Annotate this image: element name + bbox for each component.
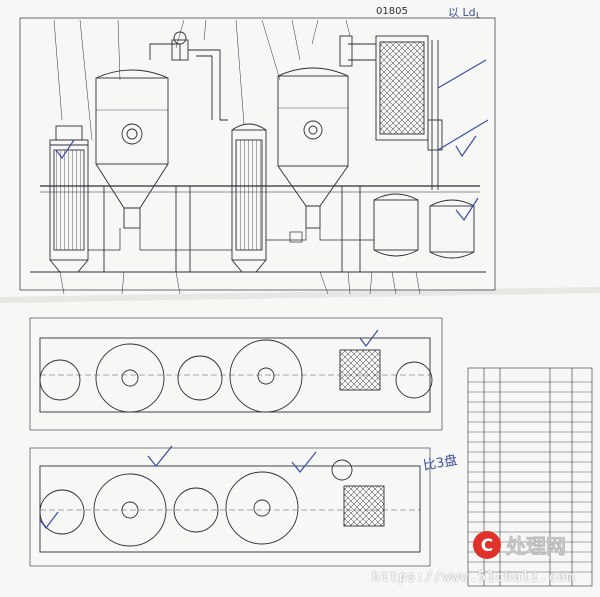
plan-view-bottom [29, 447, 431, 567]
handwritten-note: 比3盘 [422, 452, 459, 474]
pen-checkmarks [39, 329, 379, 529]
top-condenser [339, 35, 429, 141]
right-riser [427, 40, 443, 190]
left-condenser [49, 125, 89, 273]
bom-rows [468, 381, 592, 573]
receiver-tank-1 [373, 193, 419, 257]
pen-markings [55, 59, 489, 222]
watermark-logo: C 处理网 [470, 528, 592, 562]
elevation-view [19, 17, 496, 295]
middle-heater [231, 123, 267, 273]
logo-circle [473, 531, 501, 559]
callout-leaders [53, 19, 351, 141]
plan-view-top [29, 317, 443, 431]
bom-table [467, 367, 593, 587]
receiver-tank-2 [429, 199, 475, 259]
bottom-piping [88, 228, 374, 251]
drawing-number: 01805 [376, 6, 408, 17]
bottom-callouts [59, 271, 421, 295]
vapor-pipe-1 [149, 31, 228, 121]
logo-badge: C 处理网 [473, 531, 566, 559]
support-frame [30, 185, 486, 273]
handwritten-top-note: 以 Ld [448, 6, 476, 19]
top-label: L [476, 11, 481, 20]
brand-name: 处理网 [505, 534, 566, 558]
watermark-url: https://www.51chuli.com [372, 570, 576, 585]
logo-letter: C [481, 536, 493, 556]
